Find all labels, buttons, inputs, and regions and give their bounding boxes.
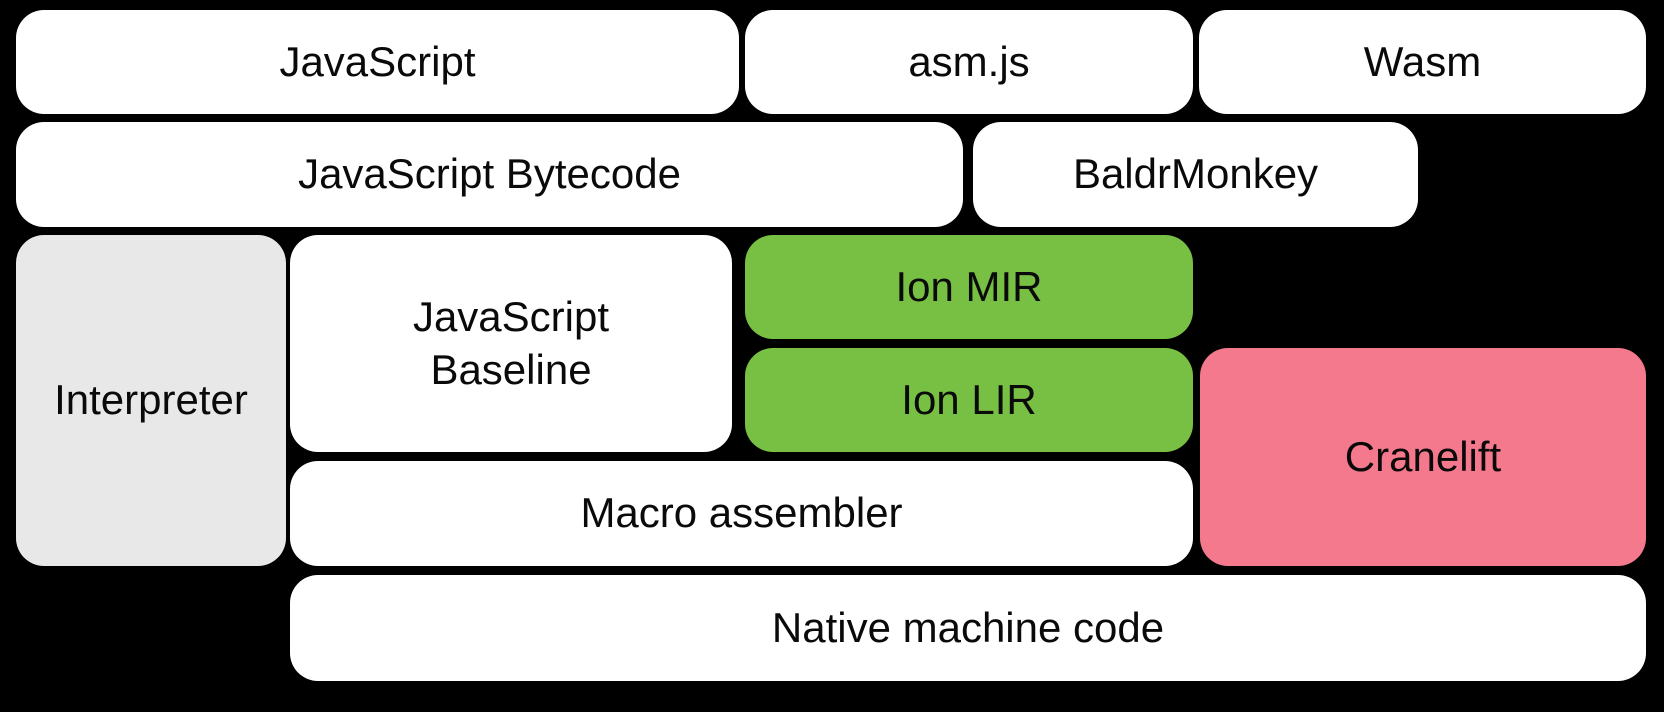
node-javascript-bytecode-label: JavaScript Bytecode — [298, 150, 681, 198]
node-cranelift: Cranelift — [1200, 348, 1646, 566]
node-interpreter: Interpreter — [16, 235, 286, 566]
node-javascript-baseline-label: JavaScript — [412, 293, 610, 340]
node-ion-lir: Ion LIR — [745, 348, 1193, 452]
node-ion-mir-label: Ion MIR — [895, 262, 1043, 310]
node-javascript: JavaScript — [16, 10, 739, 114]
node-ion-mir: Ion MIR — [745, 235, 1193, 339]
node-asm-js: asm.js — [745, 10, 1193, 114]
node-wasm-label: Wasm — [1363, 37, 1482, 85]
node-interpreter-label: Interpreter — [54, 376, 248, 424]
node-macro-assembler-label: Macro assembler — [580, 489, 903, 537]
node-ion-lir-label: Ion LIR — [901, 375, 1037, 423]
node-javascript-label: JavaScript — [279, 37, 476, 85]
node-javascript-baseline-label: Baseline — [430, 345, 592, 393]
node-asm-js-label: asm.js — [908, 37, 1030, 85]
node-native-machine-code: Native machine code — [290, 575, 1646, 681]
node-native-machine-code-label: Native machine code — [771, 603, 1165, 651]
node-cranelift-label: Cranelift — [1344, 432, 1502, 480]
node-baldrmonkey-label: BaldrMonkey — [1072, 150, 1319, 198]
node-wasm: Wasm — [1199, 10, 1646, 114]
node-javascript-bytecode: JavaScript Bytecode — [16, 122, 963, 227]
node-macro-assembler: Macro assembler — [290, 461, 1193, 566]
node-baldrmonkey: BaldrMonkey — [973, 122, 1418, 227]
